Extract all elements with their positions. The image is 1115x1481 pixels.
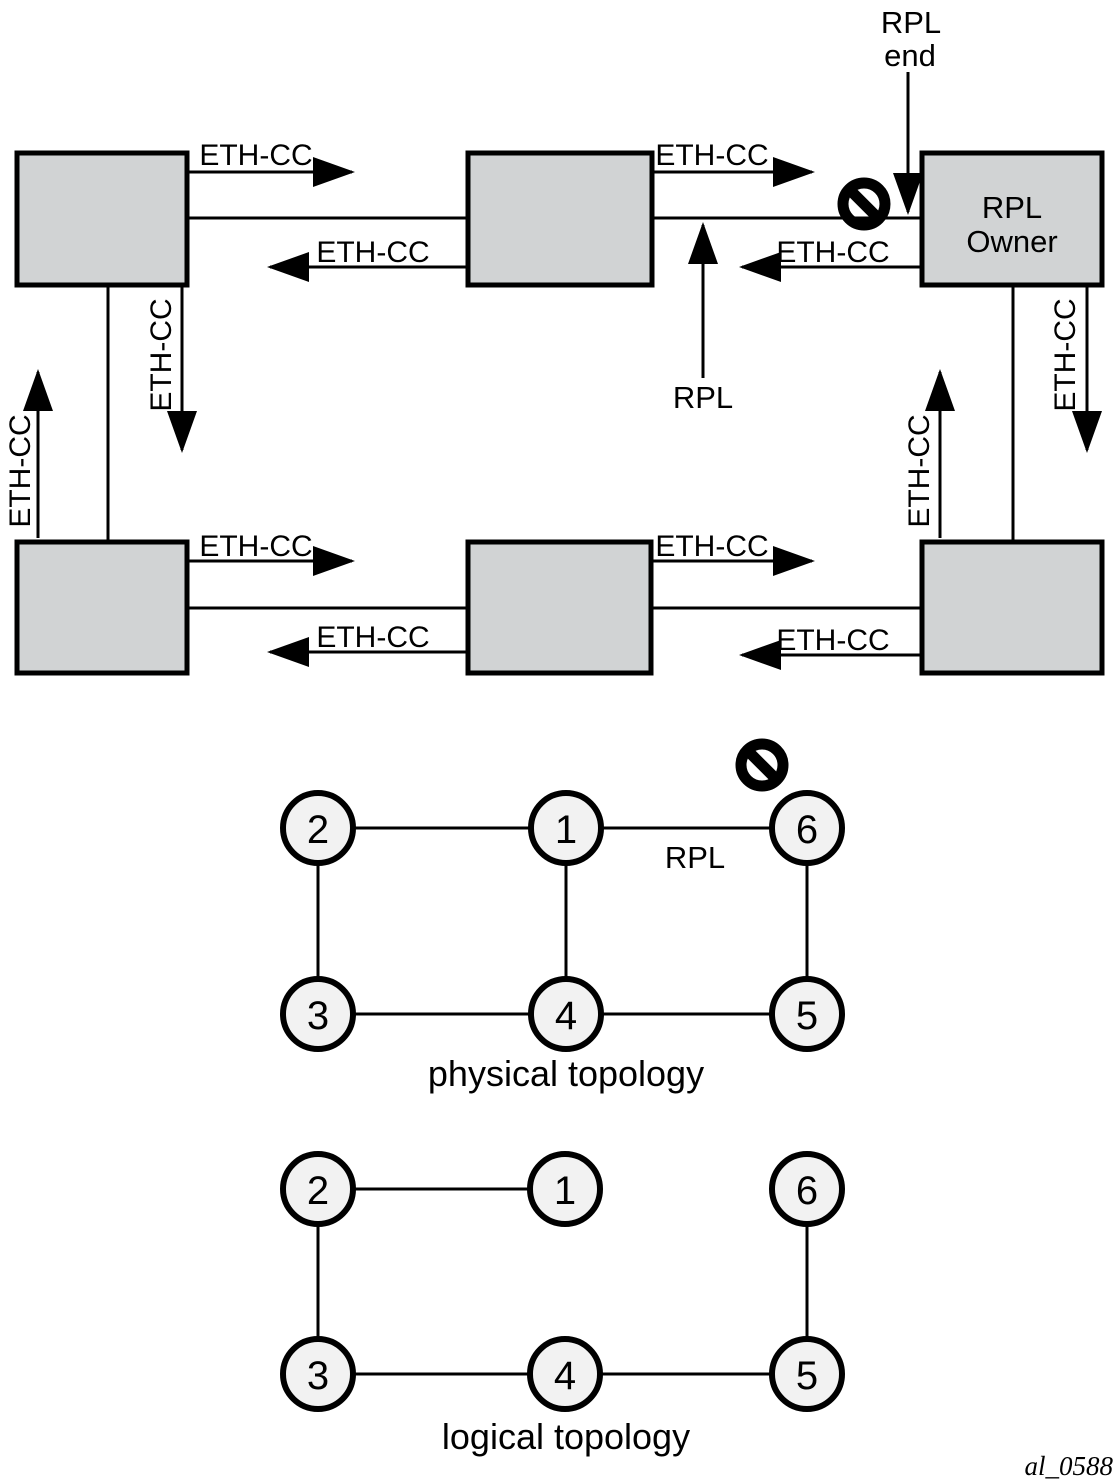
rpl-owner-label-line1: RPL — [982, 190, 1042, 225]
node-circle-2 — [280, 1151, 356, 1227]
no-entry-icon — [735, 738, 789, 792]
node-number: 3 — [307, 994, 329, 1038]
node-number: 4 — [554, 1354, 576, 1398]
node-circle-5 — [769, 1336, 845, 1412]
logical-topology: 2 1 6 3 4 5 logical topology — [280, 1151, 845, 1457]
eth-cc-label: ETH-CC — [199, 530, 312, 563]
eth-cc-label: ETH-CC — [316, 236, 429, 269]
node-circle-6 — [769, 790, 845, 866]
node-number: 1 — [554, 1169, 576, 1213]
node-circle-4 — [527, 1336, 603, 1412]
physical-topology: 2 1 6 3 4 5 RPL physical topology — [280, 738, 845, 1094]
figure-code: al_0588 — [1024, 1451, 1113, 1481]
node-number: 1 — [555, 808, 577, 852]
node-number: 3 — [307, 1354, 329, 1398]
no-entry-slash — [845, 185, 883, 223]
node-number: 5 — [796, 1354, 818, 1398]
eth-cc-label: ETH-CC — [776, 236, 889, 269]
node-number: 6 — [796, 1169, 818, 1213]
eth-cc-label-vertical: ETH-CC — [903, 414, 936, 527]
node-number: 6 — [796, 808, 818, 852]
node-circle-2 — [280, 790, 356, 866]
node-number: 2 — [307, 808, 329, 852]
ring-node-box-top-middle — [465, 150, 655, 288]
node-number: 4 — [555, 994, 577, 1038]
rpl-end-label-line2: end — [884, 38, 936, 73]
node-circle-6 — [769, 1151, 845, 1227]
eth-cc-label: ETH-CC — [199, 139, 312, 172]
no-entry-ring — [837, 177, 891, 231]
no-entry-icon — [837, 177, 891, 231]
ring-node-box-bottom-left — [14, 539, 190, 676]
node-circle-1 — [527, 1151, 603, 1227]
rpl-end-label-line1: RPL — [881, 5, 941, 40]
rpl-label-physical: RPL — [665, 840, 725, 875]
node-number: 2 — [307, 1169, 329, 1213]
logical-topology-caption: logical topology — [442, 1416, 690, 1457]
eth-cc-label-vertical: ETH-CC — [145, 298, 178, 411]
node-circle-4 — [528, 976, 604, 1052]
node-circle-3 — [280, 976, 356, 1052]
rpl-label: RPL — [673, 380, 733, 415]
ring-node-box-bottom-right — [919, 539, 1105, 676]
node-number: 5 — [796, 994, 818, 1038]
eth-cc-label: ETH-CC — [316, 621, 429, 654]
node-circle-1 — [528, 790, 604, 866]
rpl-owner-label-line2: Owner — [966, 224, 1057, 259]
node-circle-5 — [769, 976, 845, 1052]
node-circle-3 — [280, 1336, 356, 1412]
ring-node-box-top-left — [14, 150, 190, 288]
no-entry-ring — [735, 738, 789, 792]
eth-cc-label-vertical: ETH-CC — [1049, 298, 1082, 411]
physical-topology-caption: physical topology — [428, 1053, 704, 1094]
eth-cc-label: ETH-CC — [776, 624, 889, 657]
ring-node-box-bottom-middle — [465, 539, 654, 676]
eth-cc-label: ETH-CC — [655, 139, 768, 172]
eth-cc-label: ETH-CC — [655, 530, 768, 563]
no-entry-slash — [743, 746, 781, 784]
ring-diagram: ETH-CC ETH-CC ETH-CC ETH-CC ETH-CC ETH-C… — [4, 5, 1105, 676]
eth-cc-label-vertical: ETH-CC — [4, 414, 37, 527]
rpl-owner-box — [919, 150, 1105, 288]
